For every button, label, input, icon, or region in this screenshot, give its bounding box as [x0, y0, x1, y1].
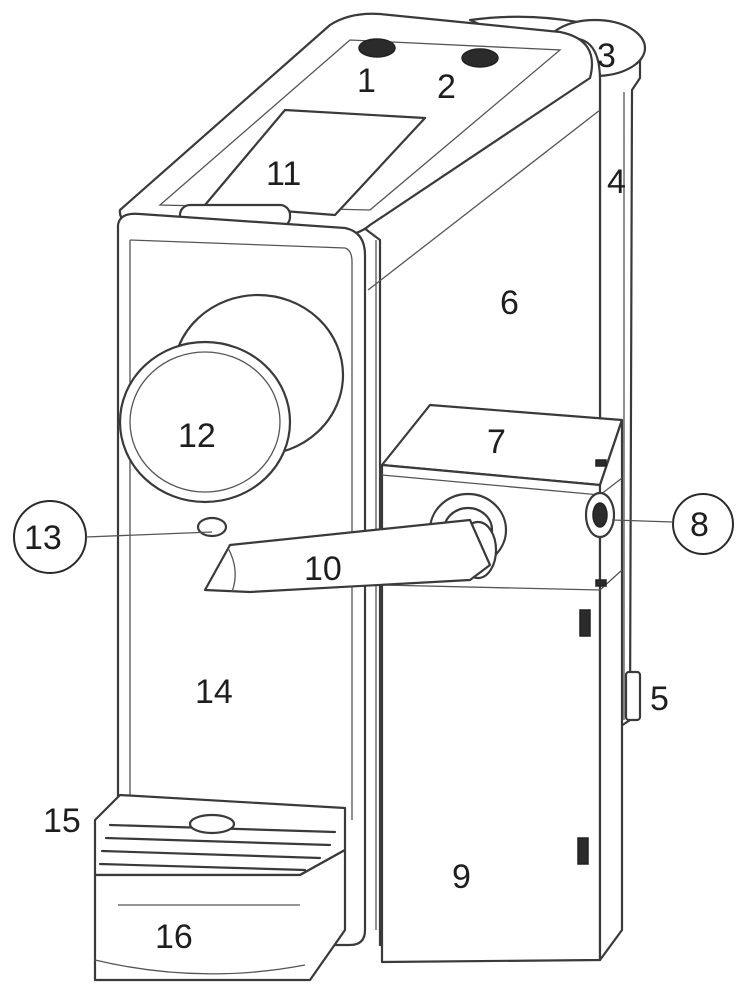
callout-13: 13: [24, 519, 62, 557]
callout-15: 15: [43, 802, 81, 840]
callout-16: 16: [155, 918, 193, 956]
milk-container-side: [598, 418, 624, 962]
callout-12: 12: [178, 417, 216, 455]
leader-13: [85, 531, 213, 538]
callout-8: 8: [690, 506, 709, 544]
drip-grid: [93, 793, 347, 877]
top-display-window: [203, 108, 427, 217]
milk-pipe: [203, 518, 492, 594]
button-2: [461, 48, 499, 68]
callout-7: 7: [487, 423, 506, 461]
callout-5: 5: [650, 680, 669, 718]
callout-14: 14: [195, 673, 233, 711]
callout-9: 9: [452, 858, 471, 896]
callout-10: 10: [304, 550, 342, 588]
milk-frother: [203, 403, 624, 964]
callout-3: 3: [597, 37, 616, 75]
drip-box: [93, 848, 347, 982]
callout-2: 2: [437, 68, 456, 106]
coffee-outlet: [196, 516, 228, 538]
leader-8: [611, 519, 674, 523]
drip-tray: [93, 793, 347, 982]
callout-6: 6: [500, 284, 519, 322]
callout-1: 1: [357, 62, 376, 100]
callout-4: 4: [607, 163, 626, 201]
capsule-lever: [118, 340, 292, 504]
callout-circle-8: [672, 493, 734, 555]
button-1: [358, 38, 396, 58]
tank-handle: [624, 670, 642, 722]
brew-head: [118, 293, 345, 538]
callout-11: 11: [266, 155, 301, 193]
